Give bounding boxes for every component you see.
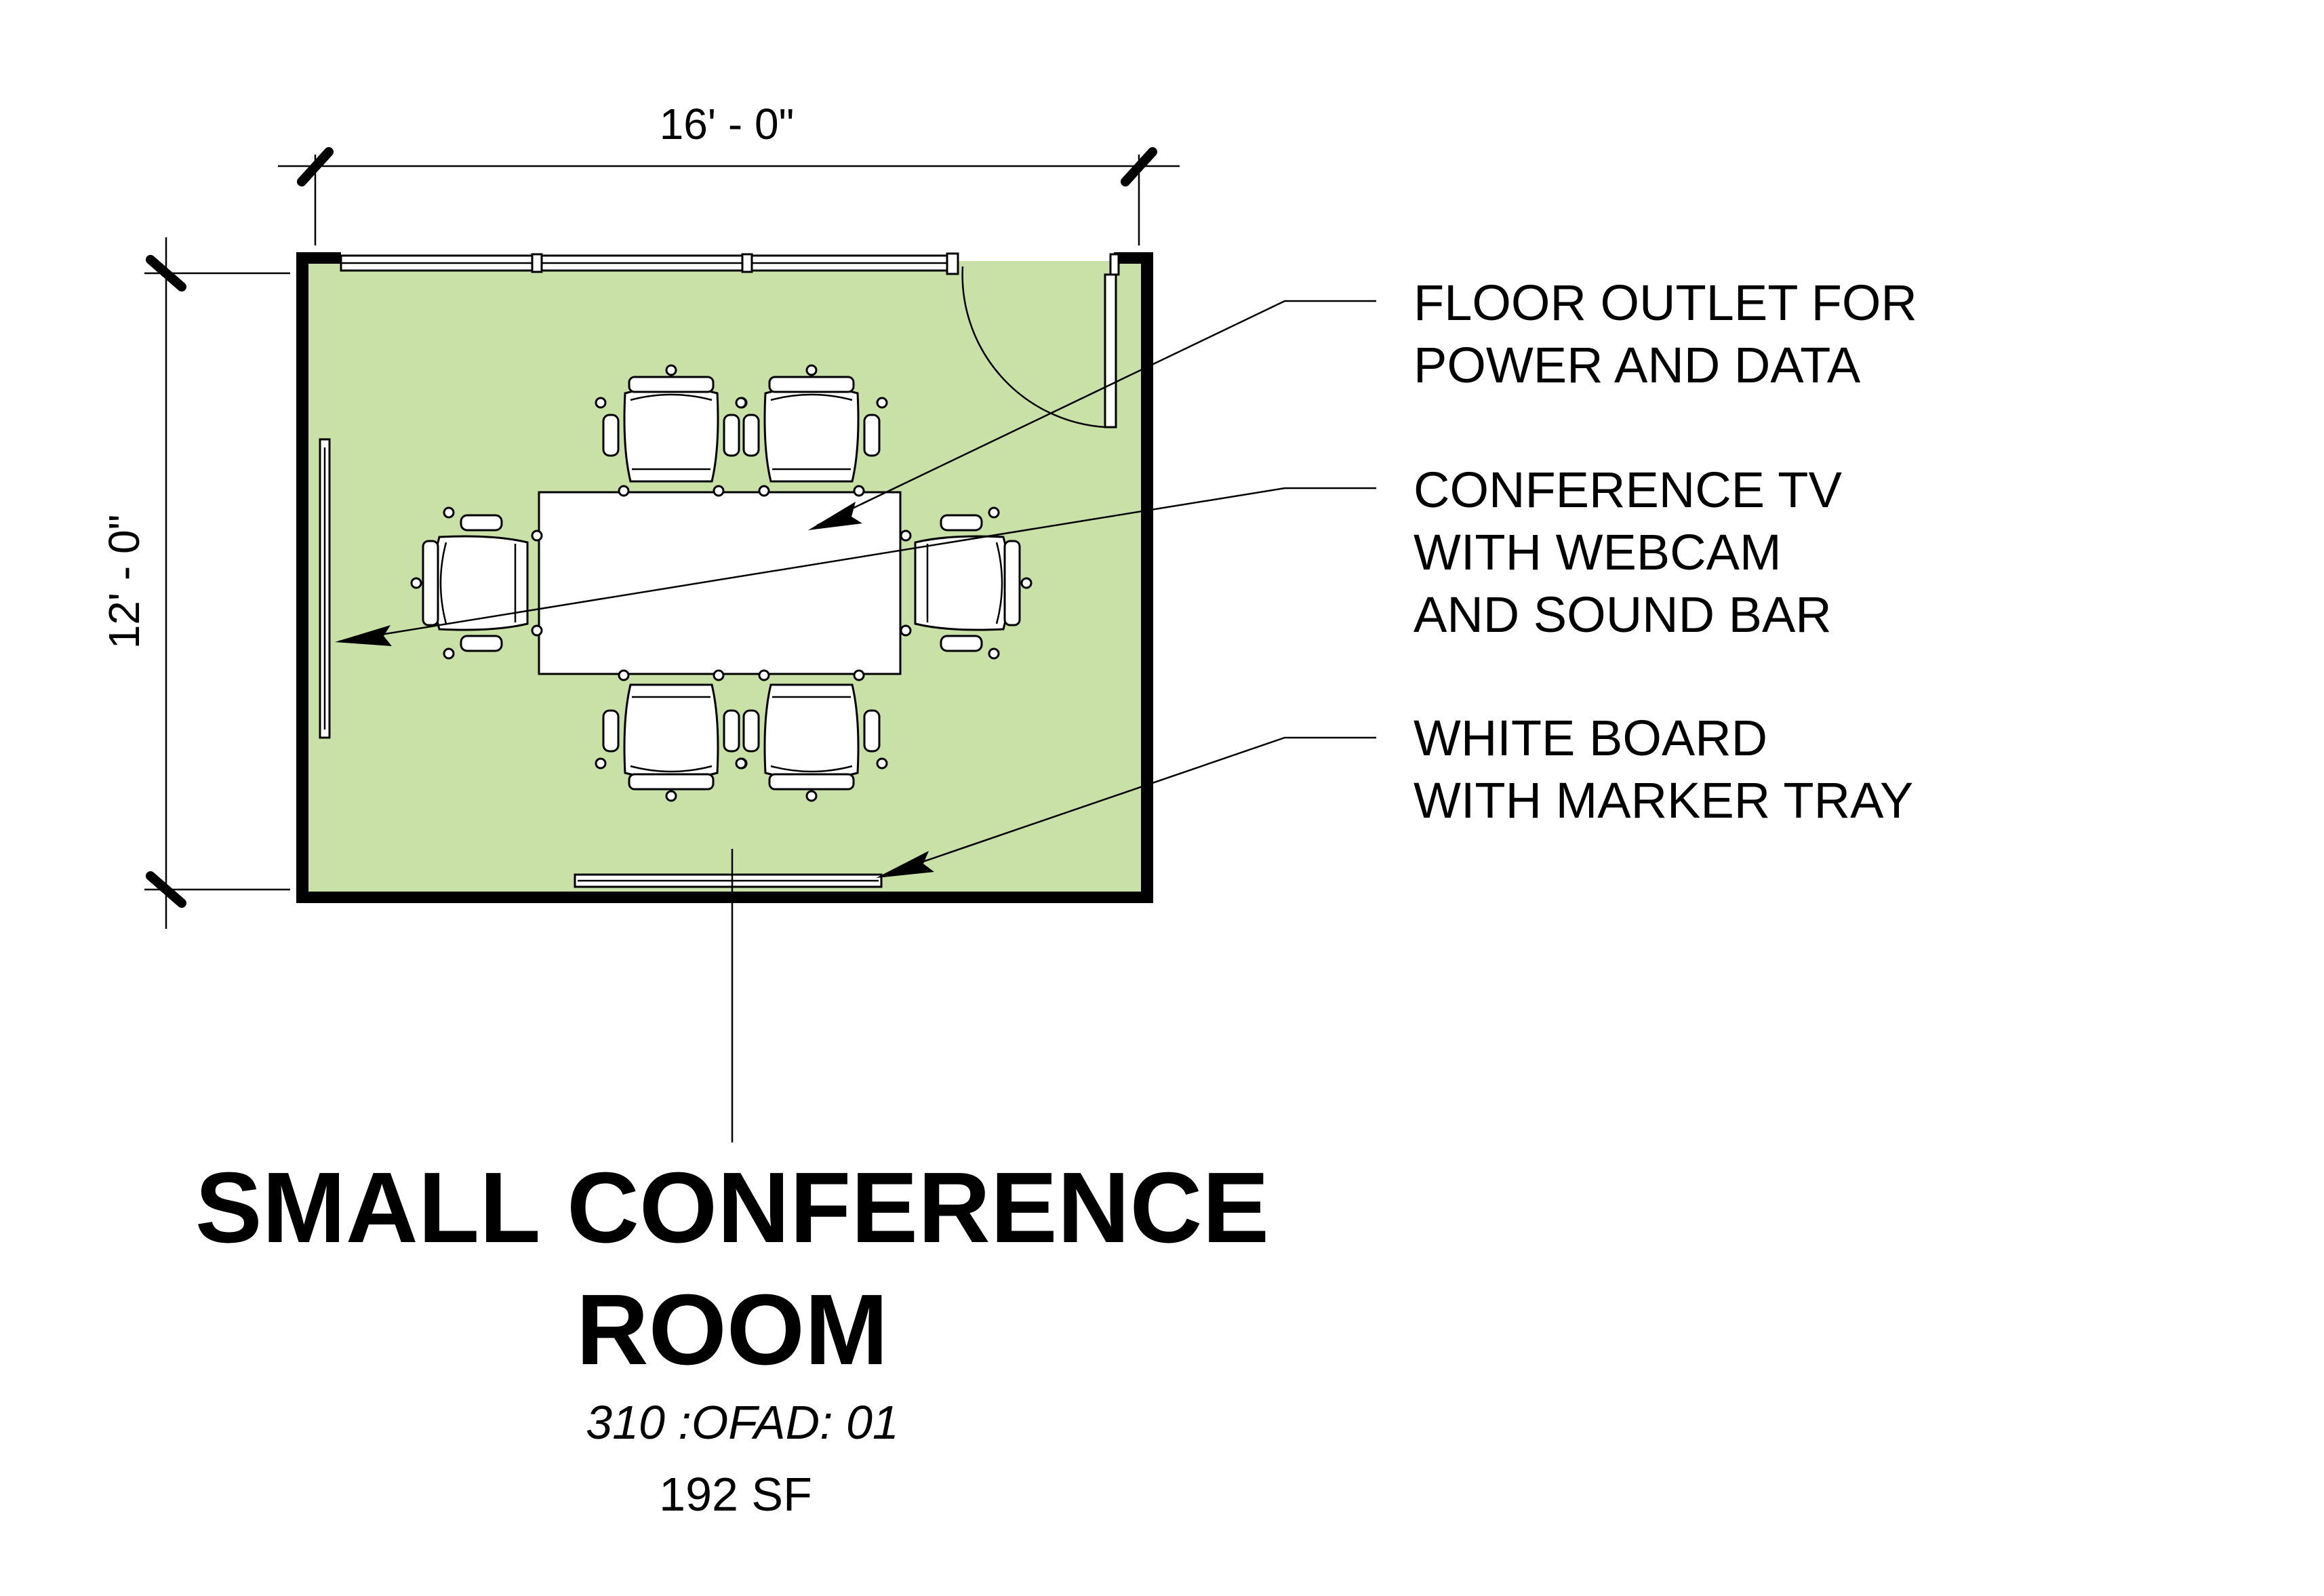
- leader-floor-outlet: [808, 300, 1376, 530]
- note-line: POWER AND DATA: [1414, 337, 1861, 393]
- leader-white-board: [876, 736, 1376, 878]
- door: [961, 253, 1120, 428]
- room-title-line-1: SMALL CONFERENCE: [195, 1152, 1269, 1264]
- note-line: WHITE BOARD: [1414, 710, 1767, 766]
- width-dimension: 16' - 0": [278, 100, 1180, 245]
- note-white-board: WHITE BOARD WITH MARKER TRAY: [1414, 710, 1913, 829]
- note-line: CONFERENCE TV: [1414, 462, 1842, 518]
- note-floor-outlet: FLOOR OUTLET FOR POWER AND DATA: [1414, 275, 1931, 393]
- leader-conference-tv: [335, 487, 1376, 646]
- white-board: [574, 873, 883, 888]
- room-title-line-2: ROOM: [576, 1274, 888, 1386]
- height-dimension: 12' - 0": [100, 237, 290, 929]
- conference-tv: [319, 438, 331, 739]
- note-conference-tv: CONFERENCE TV WITH WEBCAM AND SOUND BAR: [1414, 462, 1856, 643]
- width-dimension-label: 16' - 0": [660, 100, 795, 148]
- height-dimension-label: 12' - 0": [100, 515, 148, 650]
- note-line: FLOOR OUTLET FOR: [1414, 275, 1917, 331]
- room-walls: [296, 252, 1153, 903]
- note-line: WITH WEBCAM: [1414, 524, 1782, 580]
- note-line: AND SOUND BAR: [1414, 586, 1832, 643]
- room-code: 310 :OFAD: 01: [586, 1396, 899, 1449]
- window: [340, 252, 959, 275]
- note-line: WITH MARKER TRAY: [1414, 772, 1913, 829]
- room-area: 192 SF: [659, 1468, 812, 1521]
